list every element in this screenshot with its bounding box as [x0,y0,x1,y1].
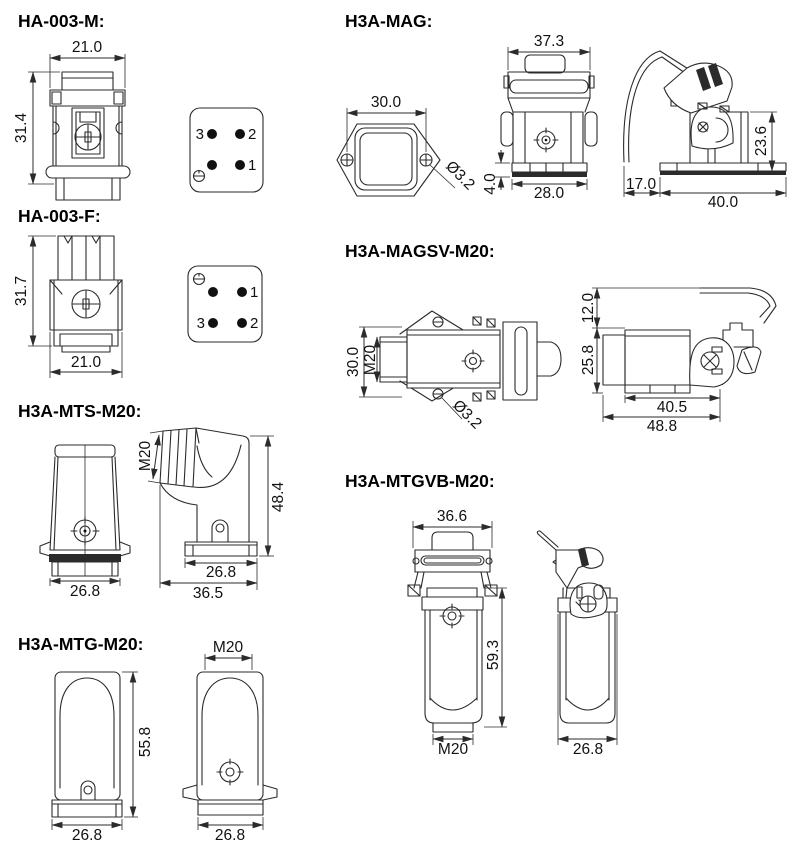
dim-side-height-label: 23.6 [753,126,770,156]
h3a-mts-m20-side-dimensions: M20 48.4 26.8 36.5 [137,430,287,602]
h3a-mts-m20-side-view [159,427,258,557]
dim-hole-label: Ø3.2 [442,158,478,194]
dim-thread-label: M20 [137,441,154,472]
pin-number-label: 3 [197,315,205,332]
dim-width-label: 21.0 [72,39,103,56]
section-ha-003-m: HA-003-M: [13,11,264,201]
ha-003-f-dimensions: 31.7 21.0 [13,235,123,378]
dim-thread-label: M20 [362,345,379,376]
h3a-magsv-m20-top-view [379,310,562,402]
dim-front-width-label: 26.8 [72,827,102,844]
section-h3a-mag: H3A-MAG: 30.0 Ø3.2 [336,11,787,211]
h3a-mtgvb-m20-front-dimensions: 36.6 59.3 M20 [412,508,507,758]
h3a-mtg-m20-front-dimensions: 55.8 26.8 [51,671,154,844]
dim-top-width-label: 36.6 [437,508,467,525]
h3a-mtgvb-m20-front-view [407,531,498,733]
pin-number-label: 2 [250,315,258,332]
h3a-mag-side-dimensions: 23.6 17.0 40.0 [623,111,787,211]
section-title: HA-003-F: [18,206,101,226]
dim-thread-label: M20 [213,639,244,656]
pin-contact [207,160,217,170]
pin-contact [235,129,245,139]
earth-terminal-icon [192,272,206,286]
section-h3a-magsv-m20: H3A-MAGSV-M20: [345,241,777,435]
ha-003-m-pin-diagram: 3 2 1 [189,107,264,193]
ha-003-f-pin-diagram: 1 3 2 [187,265,263,343]
dim-body-height-label: 25.8 [580,345,597,375]
h3a-mag-side-view [623,50,787,175]
h3a-mag-panel-view [336,123,441,197]
dim-width-label: 21.0 [71,354,102,371]
pin-contact [235,160,245,170]
dim-front-width-label: 26.8 [70,583,100,600]
section-h3a-mtg-m20: H3A-MTG-M20: 55.8 26.8 [18,634,278,844]
earth-terminal-icon [192,169,206,183]
dim-body-length-label: 40.5 [657,399,687,416]
h3a-mts-m20-front-view [39,444,131,577]
section-h3a-mtgvb-m20: H3A-MTGVB-M20: [345,471,618,758]
dim-top-width-label: 37.3 [534,33,564,50]
h3a-mtgvb-m20-side-dimensions: 26.8 [557,614,618,758]
h3a-mtg-m20-side-view [182,671,278,816]
h3a-mtgvb-m20-side-view [536,530,618,724]
dim-flange-width-label: 30.0 [345,347,362,378]
section-h3a-mts-m20: H3A-MTS-M20: 26.8 [18,401,287,602]
dim-base-width-label: 40.0 [708,194,739,211]
dim-height-label: 31.4 [13,113,30,144]
ha-003-m-dimensions: 21.0 31.4 [13,39,126,185]
dim-side-width-label: 26.8 [573,741,603,758]
pin-contact [207,129,217,139]
pin-number-label: 1 [248,157,256,174]
dim-height-label: 48.4 [270,482,287,513]
pin-number-label: 3 [196,126,204,143]
dim-gasket-label: 4.0 [482,173,499,195]
pin-contact [237,318,247,328]
section-title: H3A-MTS-M20: [18,401,141,421]
h3a-mag-front-view [500,54,598,177]
h3a-mts-m20-front-dimensions: 26.8 [49,577,121,600]
h3a-mtg-m20-side-dimensions: M20 26.8 [197,639,264,844]
h3a-magsv-m20-side-dimensions: 12.0 25.8 40.5 48.8 [580,287,721,435]
section-title: H3A-MTGVB-M20: [345,471,495,491]
dim-flange-width-label: 26.8 [206,564,236,581]
section-title: H3A-MTG-M20: [18,634,143,654]
h3a-mtg-m20-front-view [51,671,123,818]
dim-height-label: 59.3 [485,640,502,670]
dim-total-depth-label: 36.5 [193,585,223,602]
dim-hole-label: Ø3.2 [449,397,485,433]
dim-flange-width-label: 30.0 [371,94,402,111]
dim-body-width-label: 28.0 [534,185,565,202]
h3a-mag-front-dimensions: 37.3 4.0 28.0 [482,33,591,202]
dim-lever-rise-label: 12.0 [580,293,597,324]
dim-total-length-label: 48.8 [647,418,677,435]
pin-number-label: 1 [250,284,258,301]
dim-side-offset-label: 17.0 [626,176,657,193]
ha-003-f-front-view [49,235,123,353]
pin-contact [208,318,218,328]
section-title: H3A-MAG: [345,11,433,31]
dim-height-label: 55.8 [137,727,154,757]
pin-number-label: 2 [248,126,256,143]
section-ha-003-f: HA-003-F: 31.7 [13,206,263,378]
dim-thread-label: M20 [438,741,469,758]
pin-contact [208,287,218,297]
dim-height-label: 31.7 [13,276,30,306]
section-title: H3A-MAGSV-M20: [345,241,495,261]
pin-contact [237,287,247,297]
h3a-magsv-m20-side-view [602,287,777,394]
section-title: HA-003-M: [18,11,105,31]
dim-side-width-label: 26.8 [215,827,245,844]
ha-003-m-front-view [45,71,131,201]
